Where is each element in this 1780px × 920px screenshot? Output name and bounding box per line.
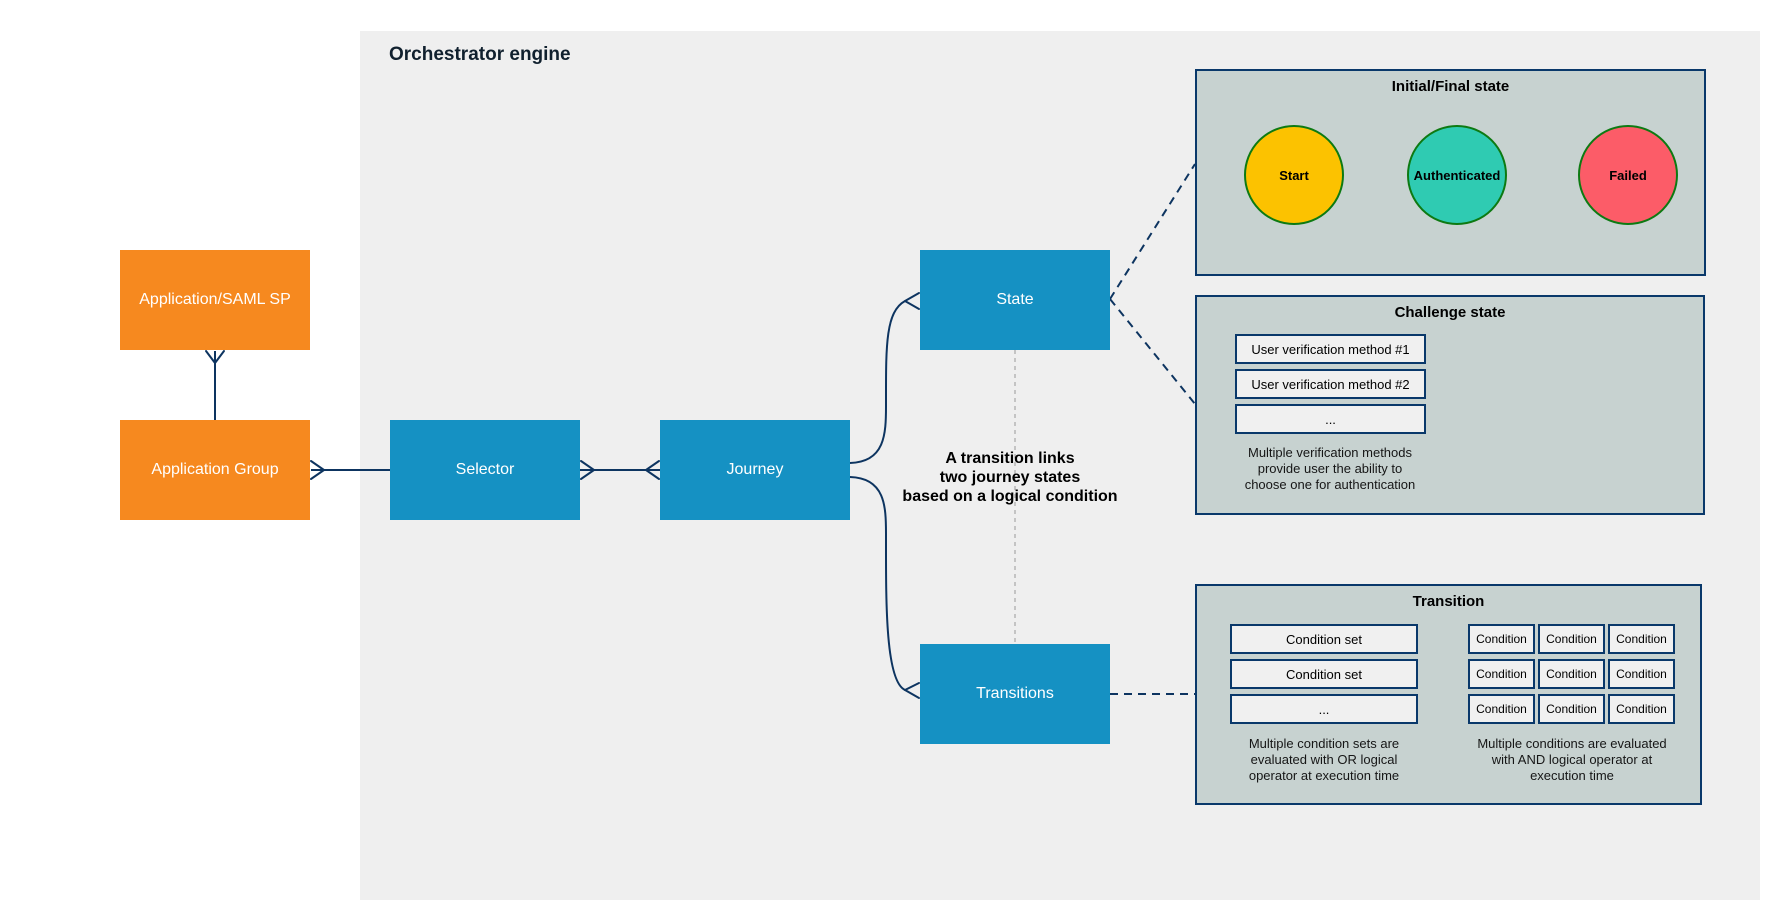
state-circle-start-label: Start: [1279, 167, 1309, 183]
node-state-label: State: [996, 291, 1034, 308]
transition-caption-or: Multiple condition sets are evaluated wi…: [1248, 736, 1400, 783]
node-journey: Journey: [660, 420, 850, 520]
condition-cell: Condition: [1538, 694, 1605, 724]
state-circle-failed-label: Failed: [1609, 167, 1647, 183]
panel-challenge-state: Challenge state User verification method…: [1195, 295, 1705, 515]
node-state: State: [920, 250, 1110, 350]
node-application-group: Application Group: [120, 420, 310, 520]
condition-cell: Condition: [1608, 694, 1675, 724]
condition-grid-row-1: Condition Condition Condition: [1468, 624, 1675, 654]
condition-set-box-2: Condition set: [1230, 659, 1418, 689]
condition-cell: Condition: [1608, 659, 1675, 689]
edge-application-group-to-application-saml-sp: [205, 350, 225, 420]
panel-initial-final-state-title: Initial/Final state: [1391, 78, 1510, 95]
verification-method-box-2: User verification method #2: [1235, 369, 1426, 399]
condition-set-box-more: ...: [1230, 694, 1418, 724]
condition-cell: Condition: [1468, 659, 1535, 689]
verification-method-1-label: User verification method #1: [1251, 341, 1410, 357]
verification-method-2-label: User verification method #2: [1251, 376, 1410, 392]
condition-cell: Condition: [1468, 694, 1535, 724]
panel-transition: Transition Condition set Condition set .…: [1195, 584, 1702, 805]
condition-cell: Condition: [1468, 624, 1535, 654]
condition-cell: Condition: [1608, 624, 1675, 654]
node-transitions: Transitions: [920, 644, 1110, 744]
node-application-saml-sp-label: Application/SAML SP: [139, 291, 291, 308]
condition-set-2-label: Condition set: [1286, 666, 1362, 682]
panel-transition-title: Transition: [1412, 593, 1485, 610]
condition-cell: Condition: [1538, 659, 1605, 689]
node-selector: Selector: [390, 420, 580, 520]
condition-grid-row-2: Condition Condition Condition: [1468, 659, 1675, 689]
node-transitions-label: Transitions: [976, 685, 1054, 702]
verification-method-box-more: ...: [1235, 404, 1426, 434]
node-application-saml-sp: Application/SAML SP: [120, 250, 310, 350]
condition-set-1-label: Condition set: [1286, 631, 1362, 647]
transition-note: A transition links two journey states ba…: [902, 450, 1118, 505]
state-circle-start: Start: [1244, 125, 1344, 225]
panel-initial-final-state: Initial/Final state Start Authenticated …: [1195, 69, 1706, 276]
state-circle-failed: Failed: [1578, 125, 1678, 225]
state-circle-authenticated: Authenticated: [1407, 125, 1507, 225]
orchestrator-engine-title: Orchestrator engine: [389, 44, 571, 65]
node-application-group-label: Application Group: [151, 461, 279, 478]
state-circle-authenticated-label: Authenticated: [1413, 167, 1501, 183]
condition-set-box-1: Condition set: [1230, 624, 1418, 654]
verification-method-box-1: User verification method #1: [1235, 334, 1426, 364]
transition-caption-and: Multiple conditions are evaluated with A…: [1477, 736, 1667, 783]
condition-set-more-label: ...: [1318, 701, 1330, 717]
condition-grid-row-3: Condition Condition Condition: [1468, 694, 1675, 724]
node-journey-label: Journey: [726, 461, 784, 478]
challenge-caption: Multiple verification methods provide us…: [1244, 445, 1416, 492]
node-selector-label: Selector: [455, 461, 515, 478]
panel-challenge-state-title: Challenge state: [1394, 304, 1506, 321]
verification-method-more-label: ...: [1325, 411, 1336, 427]
condition-cell: Condition: [1538, 624, 1605, 654]
